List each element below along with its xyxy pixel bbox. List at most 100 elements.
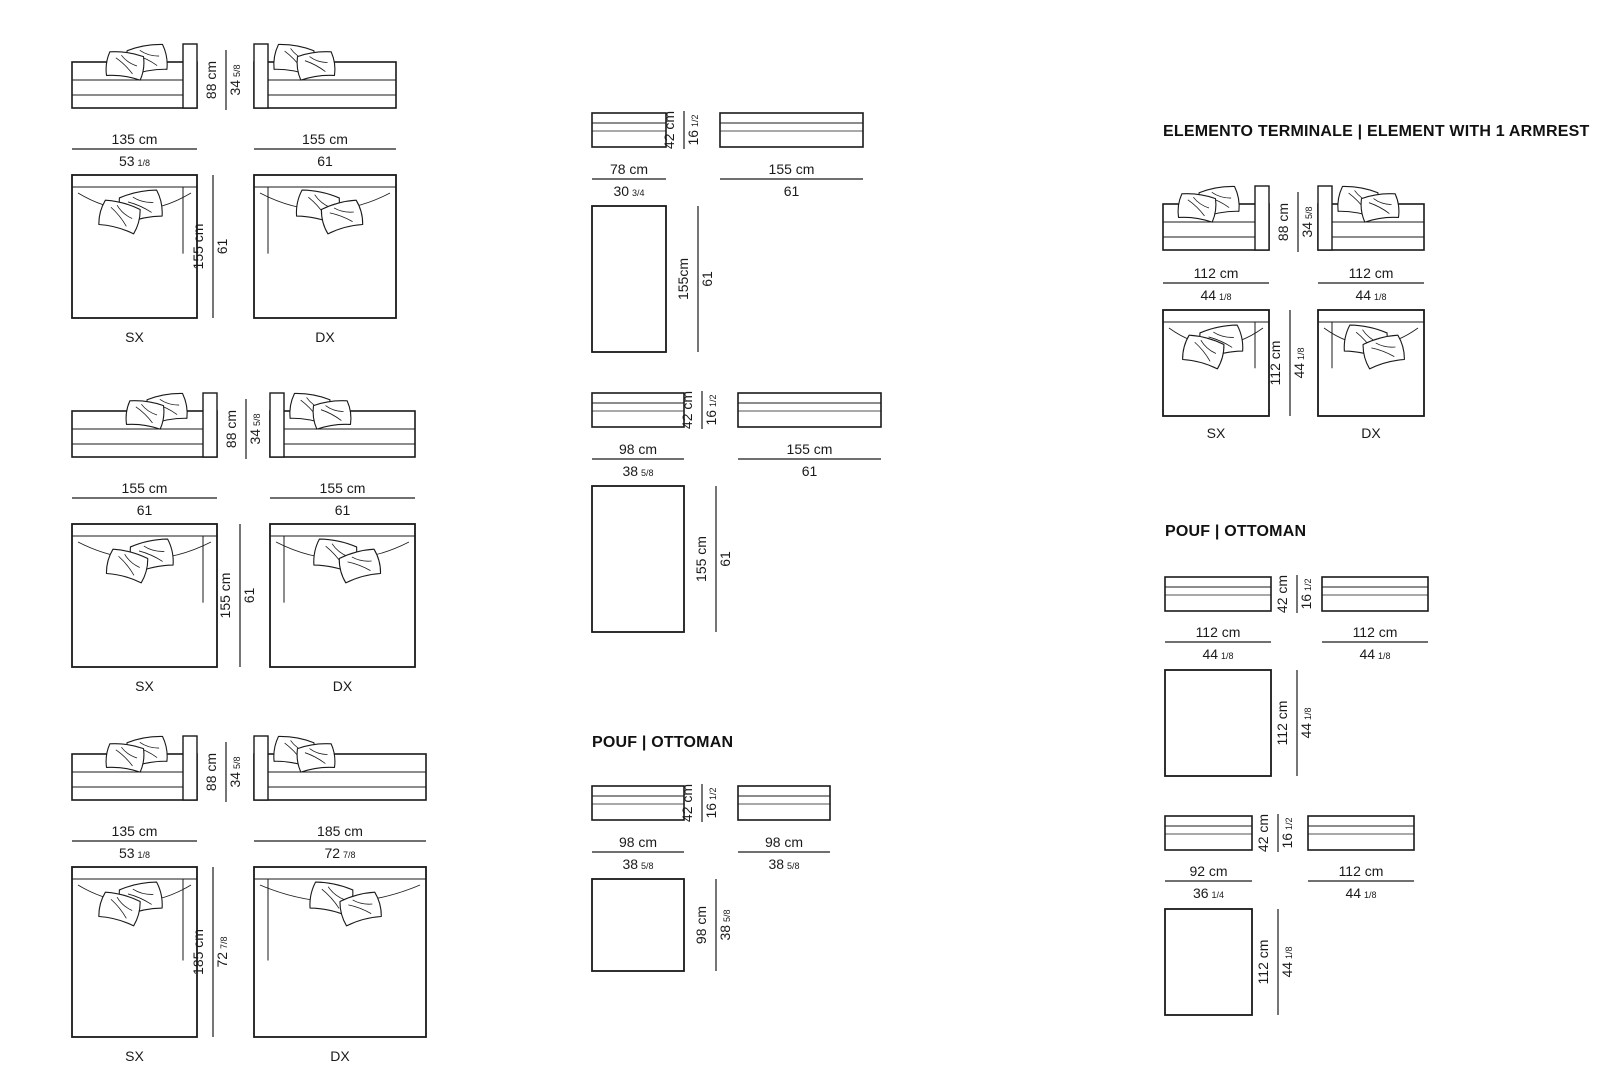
inch-fraction: 1/8 <box>1303 707 1313 720</box>
pouf-outline <box>719 112 864 148</box>
vertical-cm: 88 cm <box>1275 203 1291 241</box>
plan-view <box>71 866 198 1038</box>
pillow-crease <box>138 545 165 562</box>
front-view <box>253 735 427 801</box>
vertical-cm: 112 cm <box>1267 341 1283 386</box>
inch-fraction: 7/8 <box>343 850 356 860</box>
inch-fraction: 5/8 <box>787 861 800 871</box>
width-cm: 98 cm <box>765 834 803 850</box>
pouf-outline <box>1307 815 1415 851</box>
vertical-inch: 161/2 <box>1279 817 1295 848</box>
inch-whole: 61 <box>784 183 800 199</box>
inch-whole: 16 <box>1298 594 1314 610</box>
pillow-crease <box>115 54 138 75</box>
inch-whole: 53 <box>119 153 135 169</box>
inch-whole: 44 <box>1202 646 1218 662</box>
vertical-cm: 112 cm <box>1255 940 1271 985</box>
vertical-cm: 88 cm <box>203 61 219 99</box>
pillow-crease <box>110 204 133 227</box>
plan-view <box>71 174 198 319</box>
inch-whole: 61 <box>214 239 230 255</box>
inch-whole: 38 <box>768 856 784 872</box>
vertical-inch: 61 <box>699 271 715 287</box>
width-cm: 112 cm <box>1339 863 1384 879</box>
vertical-inch: 727/8 <box>214 936 230 967</box>
vertical-cm: 42 cm <box>679 391 695 429</box>
inch-whole: 44 <box>1291 363 1307 379</box>
inch-whole: 16 <box>703 803 719 819</box>
inch-whole: 44 <box>1355 287 1371 303</box>
vertical-cm: 98 cm <box>693 906 709 944</box>
inch-fraction: 5/8 <box>641 861 654 871</box>
width-cm: 135 cm <box>112 823 158 839</box>
pouf-plan <box>591 878 685 972</box>
vertical-cm: 155 cm <box>693 536 709 582</box>
vertical-cm: 155 cm <box>190 224 206 270</box>
inch-fraction: 3/4 <box>632 188 645 198</box>
pouf-front <box>1164 576 1272 612</box>
pouf-plan-outline <box>591 205 667 353</box>
pillow-crease <box>127 196 154 213</box>
front-view <box>71 392 218 458</box>
width-dimension: 155 cm 61 <box>72 480 217 518</box>
vertical-inch: 345/8 <box>1299 206 1315 237</box>
armrest-outline <box>1254 185 1270 251</box>
pillow-sketch <box>98 199 141 235</box>
side-label-dx: DX <box>1361 425 1381 441</box>
vertical-inch: 161/2 <box>1298 578 1314 609</box>
pillow-outline <box>1182 334 1225 370</box>
width-cm: 185 cm <box>317 823 363 839</box>
pillow-crease <box>320 405 344 421</box>
pillow-crease <box>135 403 158 424</box>
width-cm: 78 cm <box>610 161 648 177</box>
plan-view <box>71 523 218 668</box>
inch-whole: 30 <box>613 183 629 199</box>
pouf-front <box>719 112 864 148</box>
vertical-dimension: 112 cm 441/8 <box>1267 310 1307 416</box>
width-cm: 112 cm <box>1196 624 1241 640</box>
front-view <box>71 735 198 801</box>
plan-view <box>253 866 427 1038</box>
pillow-outline <box>105 548 149 584</box>
inch-whole: 61 <box>137 502 153 518</box>
inch-whole: 44 <box>1298 723 1314 739</box>
width-inch: 61 <box>784 183 800 199</box>
inch-fraction: 1/2 <box>708 787 718 800</box>
pillow-sketch <box>125 400 165 430</box>
pouf-plan <box>1164 908 1253 1016</box>
pouf-outline <box>591 112 667 148</box>
pillow-sketch <box>98 891 141 927</box>
pillow-sketch <box>296 51 336 81</box>
plan-view <box>1317 309 1425 417</box>
armrest-outline <box>202 392 218 458</box>
pouf-front <box>591 392 685 428</box>
inch-fraction: 5/8 <box>232 756 242 769</box>
width-cm: 155 cm <box>122 480 168 496</box>
pouf-front <box>737 392 882 428</box>
front-view <box>1162 185 1270 251</box>
inch-fraction: 5/8 <box>232 64 242 77</box>
pillow-sketch <box>296 743 336 773</box>
inch-whole: 61 <box>317 153 333 169</box>
inch-fraction: 1/4 <box>1212 890 1225 900</box>
vertical-inch: 441/8 <box>1291 347 1307 378</box>
header-pouf-mid: POUF | OTTOMAN <box>592 734 733 751</box>
